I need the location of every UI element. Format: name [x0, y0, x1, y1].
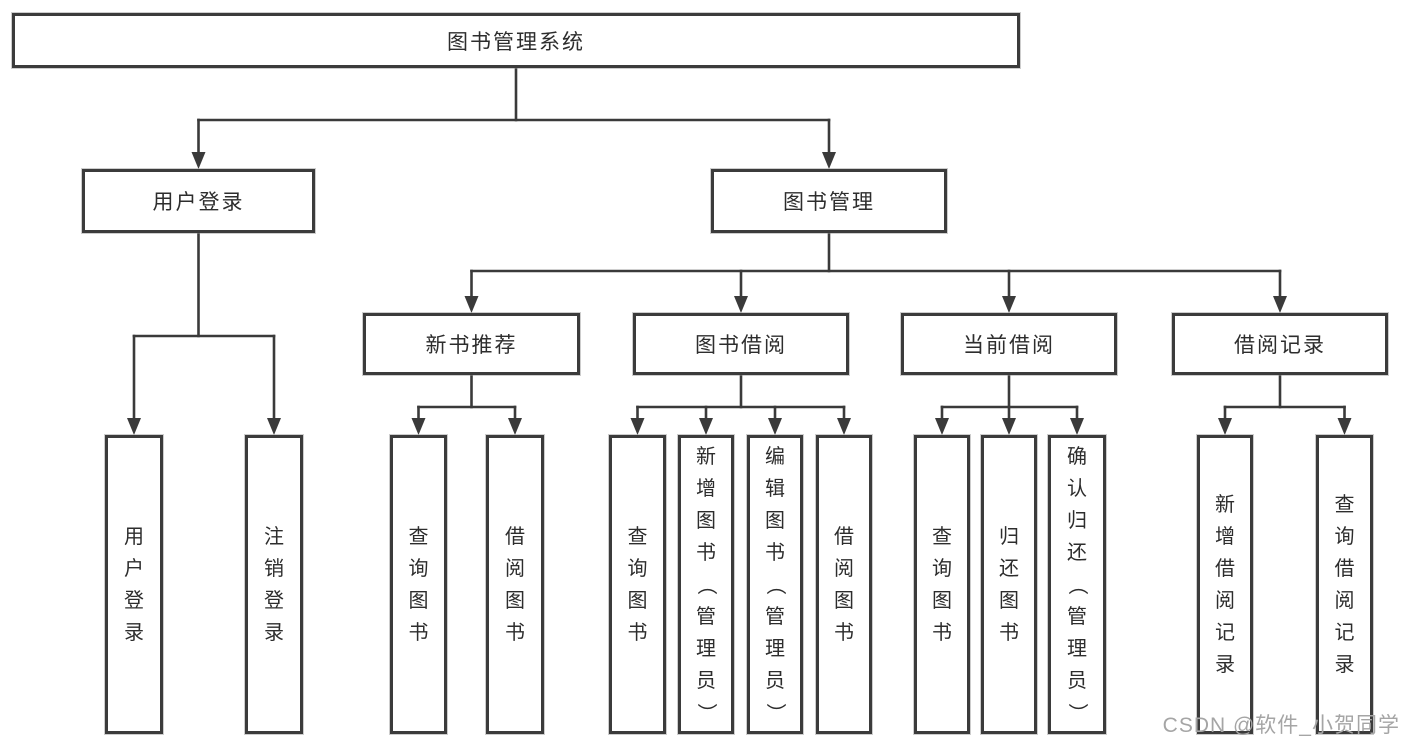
- arrowhead-icon: [508, 418, 522, 435]
- arrowhead-icon: [1337, 418, 1352, 435]
- node-cb-return-books: 归还图书: [981, 435, 1037, 734]
- node-user-login-leaf: 用户登录: [105, 435, 163, 734]
- node-label: 图书借阅: [695, 334, 787, 357]
- node-label: 图书管理: [783, 191, 875, 214]
- node-br-add-record: 新增借阅记录: [1197, 435, 1253, 734]
- node-label: 查询图书: [932, 525, 952, 644]
- node-label: 注销登录: [264, 525, 284, 644]
- arrowhead-icon: [837, 418, 851, 435]
- arrowhead-icon: [630, 418, 645, 435]
- arrowhead-icon: [411, 418, 426, 435]
- node-borrowing-records: 借阅记录: [1172, 313, 1388, 375]
- edge-user-login: [127, 231, 281, 435]
- node-label: 借阅图书: [505, 525, 525, 644]
- node-label: 归还图书: [999, 525, 1019, 644]
- node-cb-query-books: 查询图书: [914, 435, 970, 734]
- node-label: 查询图书: [627, 525, 648, 644]
- node-label: 用户登录: [124, 525, 144, 644]
- node-label: 编辑图书（管理员）: [764, 445, 786, 723]
- arrowhead-icon: [1002, 418, 1016, 435]
- arrowhead-icon: [1218, 418, 1232, 435]
- node-new-book-recommend: 新书推荐: [363, 313, 580, 375]
- node-bb-edit-books: 编辑图书（管理员）: [747, 435, 803, 734]
- node-label: 新增图书（管理员）: [695, 445, 717, 723]
- arrowhead-icon: [1070, 418, 1084, 435]
- node-label: 查询图书: [408, 525, 429, 644]
- node-label: 新书推荐: [425, 334, 518, 357]
- node-bb-borrow-books: 借阅图书: [816, 435, 872, 734]
- arrowhead-icon: [699, 418, 713, 435]
- node-cb-confirm-return: 确认归还（管理员）: [1048, 435, 1106, 734]
- arrowhead-icon: [267, 418, 281, 435]
- node-label: 新增借阅记录: [1215, 493, 1235, 676]
- node-library-system: 图书管理系统: [12, 13, 1020, 68]
- edge-book-management: [464, 231, 1287, 313]
- node-bb-query-books: 查询图书: [609, 435, 666, 734]
- node-br-query-record: 查询借阅记录: [1316, 435, 1373, 734]
- arrowhead-icon: [1273, 296, 1287, 313]
- node-bb-add-books: 新增图书（管理员）: [678, 435, 734, 734]
- arrowhead-icon: [1002, 296, 1016, 313]
- arrowhead-icon: [734, 296, 748, 313]
- arrowhead-icon: [127, 418, 141, 435]
- node-label: 确认归还（管理员）: [1066, 445, 1088, 723]
- node-current-borrowing: 当前借阅: [901, 313, 1117, 375]
- watermark-text: CSDN @软件_小贺同学: [1162, 714, 1400, 737]
- edge-new-book-recommend: [411, 373, 522, 435]
- node-label: 图书管理系统: [447, 30, 585, 54]
- node-book-management: 图书管理: [711, 169, 947, 233]
- node-book-borrowing: 图书借阅: [633, 313, 849, 375]
- edge-library-system: [191, 66, 836, 169]
- node-user-login: 用户登录: [82, 169, 315, 233]
- node-label: 查询借阅记录: [1334, 493, 1355, 676]
- edge-borrowing-records: [1218, 373, 1352, 435]
- node-label: 借阅图书: [834, 525, 854, 644]
- edge-book-borrowing: [630, 373, 851, 435]
- node-label: 用户登录: [152, 191, 245, 214]
- node-label: 借阅记录: [1234, 334, 1326, 357]
- arrowhead-icon: [768, 418, 782, 435]
- arrowhead-icon: [935, 418, 949, 435]
- arrowhead-icon: [464, 296, 479, 313]
- node-nb-borrow-books: 借阅图书: [486, 435, 544, 734]
- arrowhead-icon: [822, 152, 836, 169]
- node-label: 当前借阅: [963, 334, 1055, 357]
- edge-current-borrowing: [935, 373, 1084, 435]
- arrowhead-icon: [191, 152, 206, 169]
- node-logout-leaf: 注销登录: [245, 435, 303, 734]
- node-nb-query-books: 查询图书: [390, 435, 447, 734]
